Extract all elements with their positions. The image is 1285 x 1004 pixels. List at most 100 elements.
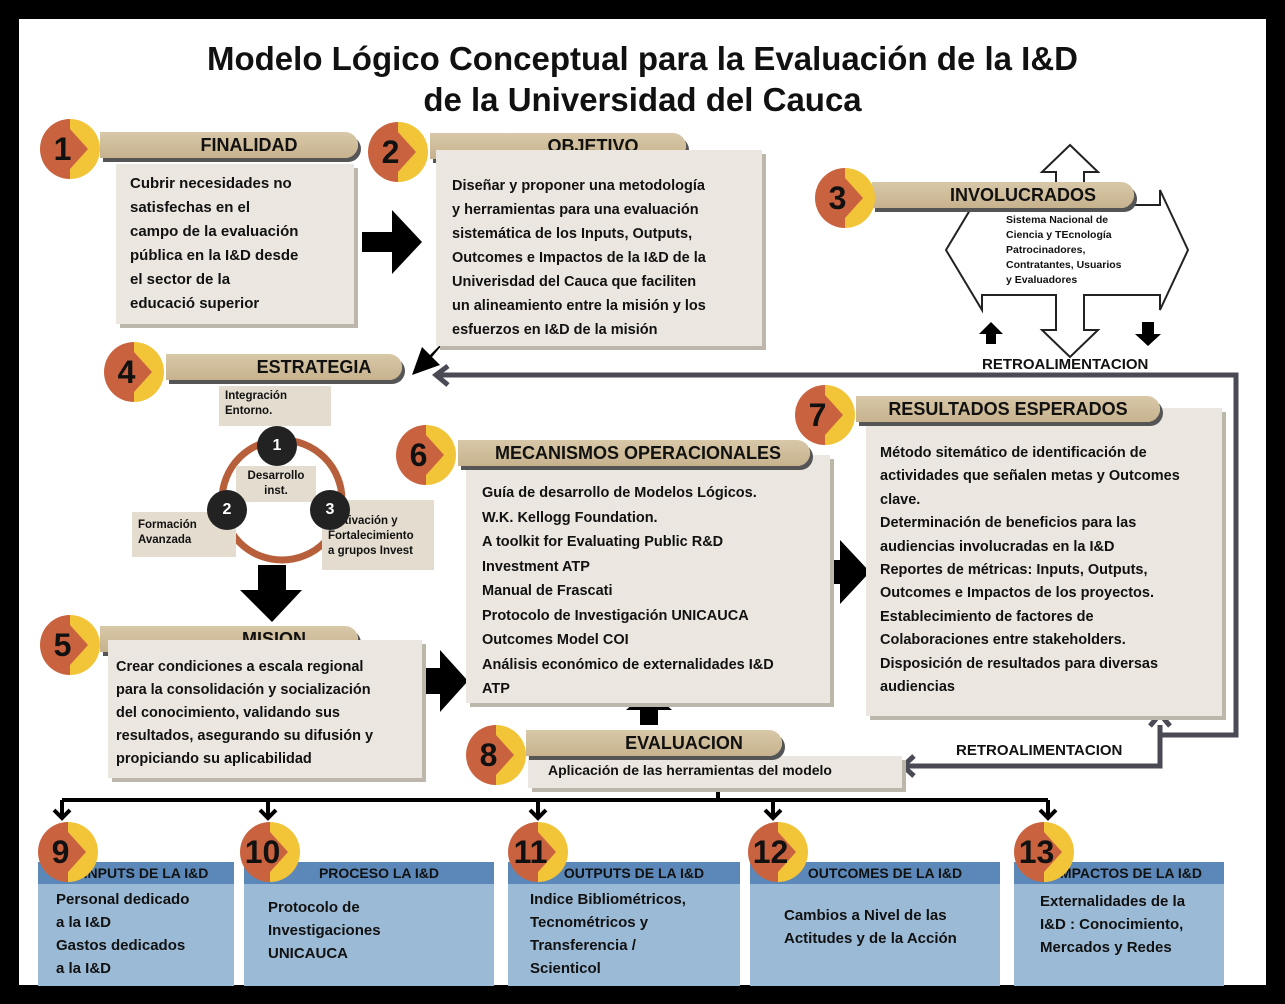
retro-up-arrow — [979, 322, 1003, 344]
finalidad-line: el sector de la — [130, 271, 231, 288]
involucrados-number: 3 — [828, 180, 847, 216]
estrategia-banner: ESTRATEGIA — [166, 354, 402, 380]
box-line: Protocolo de — [268, 899, 360, 916]
tag-desarrollo: Desarrollo inst. — [236, 466, 316, 502]
title-line-1: Modelo Lógico Conceptual para la Evaluac… — [207, 40, 1078, 77]
resultados-line: Disposición de resultados para diversas — [880, 655, 1159, 672]
feedback-loop-main — [440, 372, 1239, 738]
mision-line: propiciando su aplicabilidad — [116, 751, 312, 767]
box-line: Cambios a Nivel de las — [784, 907, 947, 924]
mision-line: para la consolidación y socialización — [116, 682, 371, 698]
box-outcomes-body: Cambios a Nivel de las Actitudes y de la… — [750, 884, 1000, 950]
mision-box: Crear condiciones a escala regional para… — [108, 640, 422, 778]
box-proceso: PROCESO LA I&D Protocolo de Investigacio… — [244, 862, 494, 986]
objetivo-line: esfuerzos en I&D de la misión — [452, 322, 658, 338]
box-line: a la I&D — [56, 914, 112, 931]
outputs-number: 11 — [513, 834, 548, 870]
involucrados-line: Sistema Nacional de — [1006, 214, 1109, 226]
box-proceso-body: Protocolo de Investigaciones UNICAUCA — [244, 884, 494, 965]
resultados-line: Reportes de métricas: Inputs, Outputs, — [880, 562, 1148, 579]
objetivo-number: 2 — [381, 134, 400, 170]
box-line: Actitudes y de la Acción — [784, 930, 957, 947]
involucrados-banner: INVOLUCRADOS — [872, 182, 1134, 208]
objetivo-line: sistemática de los Inputs, Outputs, — [452, 226, 693, 242]
diagram-title: Modelo Lógico Conceptual para la Evaluac… — [0, 38, 1285, 120]
box-line: I&D : Conocimiento, — [1040, 916, 1184, 933]
branch-head-12 — [763, 808, 783, 821]
mecanismos-line: Análisis económico de externalidades I&D — [482, 656, 774, 673]
finalidad-line: pública en la I&D desde — [130, 247, 299, 264]
outcomes-number: 12 — [752, 834, 789, 870]
evaluacion-box: Aplicación de las herramientas del model… — [528, 756, 902, 788]
involucrados-line: Patrocinadores, — [1006, 244, 1086, 256]
objetivo-badge: 2 — [368, 122, 428, 182]
finalidad-heading: FINALIDAD — [200, 135, 298, 155]
involucrados-line: Ciencia y TEcnología — [1006, 229, 1112, 241]
proceso-number: 10 — [244, 834, 281, 870]
retro-label-bottom: RETROALIMENTACION — [956, 742, 1123, 759]
estrategia-heading: ESTRATEGIA — [256, 357, 372, 377]
branch-heads — [52, 808, 1058, 821]
finalidad-number: 1 — [53, 131, 72, 167]
tag-line: Desarrollo — [247, 470, 305, 482]
tag-line: a grupos Invest — [328, 545, 413, 557]
resultados-line: audiencias — [880, 679, 955, 696]
tag-line: Integración — [225, 390, 287, 402]
box-inputs-body: Personal dedicado a la I&D Gastos dedica… — [38, 884, 234, 984]
mision-number: 5 — [53, 627, 72, 663]
mision-line: resultados, asegurando su difusión y — [116, 728, 374, 744]
tag-line: Formación — [138, 519, 197, 531]
resultados-line: Determinación de beneficios para las — [880, 515, 1137, 532]
arrow-mision-mecanismos — [415, 650, 468, 712]
inputs-number: 9 — [51, 834, 70, 870]
mecanismos-line: A toolkit for Evaluating Public R&D — [482, 534, 724, 550]
tag-line: Fortalecimiento — [328, 530, 414, 542]
mecanismos-box: Guía de desarrollo de Modelos Lógicos. W… — [466, 455, 830, 703]
mecanismos-line: Protocolo de Investigación UNICAUCA — [482, 607, 749, 624]
box-line: Mercados y Redes — [1040, 939, 1172, 956]
box-line: Indice Bibliométricos, — [530, 891, 686, 908]
resultados-line: Método sitemático de identificación de — [880, 445, 1147, 461]
box-outcomes: OUTCOMES DE LA I&D Cambios a Nivel de la… — [750, 862, 1000, 986]
branch-head-9 — [52, 808, 72, 821]
node-number: 2 — [222, 501, 232, 518]
finalidad-line: campo de la evaluación — [130, 223, 299, 240]
mecanismos-line: Outcomes Model COI — [482, 632, 629, 648]
tag-line: Entorno. — [225, 405, 273, 417]
mision-badge: 5 — [40, 615, 100, 675]
feedback-loop-line — [904, 725, 1163, 769]
tree-branches — [60, 800, 1050, 818]
strategy-node-3: 3 — [310, 490, 350, 530]
box-outcomes-header: OUTCOMES DE LA I&D — [750, 862, 1000, 884]
box-line: Tecnométricos y — [530, 914, 649, 931]
box-heading: OUTPUTS DE LA I&D — [563, 865, 705, 881]
finalidad-badge: 1 — [40, 119, 100, 179]
finalidad-line: educació superior — [130, 295, 260, 312]
resultados-badge: 7 — [795, 385, 855, 445]
box-heading: INPUTS DE LA I&D — [83, 865, 209, 881]
resultados-line: audiencias involucradas en la I&D — [880, 538, 1115, 555]
impactos-badge: 13 — [1014, 822, 1074, 882]
feedback-head-evaluacion — [899, 754, 916, 778]
title-line-2: de la Universidad del Cauca — [423, 81, 862, 118]
box-line: Personal dedicado — [56, 891, 190, 908]
evaluacion-text: Aplicación de las herramientas del model… — [548, 762, 832, 778]
box-line: Investigaciones — [268, 922, 381, 939]
proceso-badge: 10 — [240, 822, 300, 882]
mecanismos-line: Manual de Frascati — [482, 583, 613, 599]
mecanismos-heading: MECANISMOS OPERACIONALES — [494, 443, 782, 463]
objetivo-line: Univerisdad del Cauca que faciliten — [452, 274, 697, 290]
mision-line: Crear condiciones a escala regional — [116, 659, 364, 675]
box-line: UNICAUCA — [268, 945, 348, 962]
estrategia-badge: 4 — [104, 342, 164, 402]
box-line: Gastos dedicados — [56, 937, 186, 954]
outputs-badge: 11 — [508, 822, 568, 882]
mision-line: del conocimiento, validando sus — [116, 705, 340, 721]
branch-head-11 — [528, 808, 548, 821]
objetivo-line: y herramientas para una evaluación — [452, 202, 699, 218]
evaluacion-heading: EVALUACION — [625, 733, 743, 753]
mecanismos-number: 6 — [409, 437, 428, 473]
box-outputs-body: Indice Bibliométricos, Tecnométricos y T… — [508, 884, 740, 984]
mecanismos-line: Investment ATP — [482, 558, 590, 575]
